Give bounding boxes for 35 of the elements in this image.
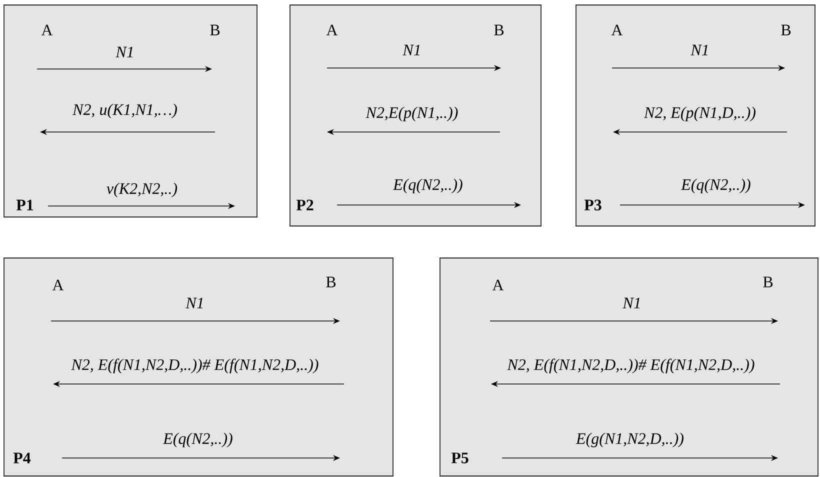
panel-box: [576, 4, 816, 226]
panel-box: [4, 258, 394, 476]
party-label: A: [611, 24, 623, 36]
message-label: E(q(N2,..)): [162, 432, 232, 448]
panel-label: P5: [451, 452, 468, 464]
panel-label: P3: [584, 200, 602, 210]
message-label: N1: [622, 298, 640, 308]
message-label: E(g(N1,N2,D,..)): [576, 432, 684, 448]
panel-box: [440, 258, 818, 476]
panel-label: P4: [13, 452, 31, 464]
panel-box: [290, 4, 542, 226]
party-label: A: [326, 24, 338, 36]
message-label: N1: [186, 298, 203, 308]
panel-label: P2: [296, 200, 314, 210]
message-label: N2, u(K1,N1,…): [72, 104, 177, 118]
message-label: v(K2,N2,..): [106, 182, 178, 198]
party-label: B: [210, 24, 220, 36]
party-label: B: [326, 276, 336, 288]
panel-box: [4, 4, 258, 218]
message-label: N1: [116, 46, 133, 58]
message-label: N2, E(f(N1,N2,D,..))# E(f(N1,N2,D,..)): [507, 358, 754, 374]
message-label: N1: [402, 44, 420, 56]
party-label: A: [52, 280, 64, 290]
party-label: A: [41, 24, 53, 36]
message-label: E(q(N2,..)): [680, 178, 750, 194]
party-label: B: [494, 24, 504, 36]
message-label: N2, E(p(N1,D,..)): [644, 106, 756, 122]
party-label: A: [492, 280, 504, 290]
message-label: N1: [690, 44, 708, 56]
message-label: N2, E(f(N1,N2,D,..))# E(f(N1,N2,D,..)): [71, 358, 318, 374]
panel-label: P1: [16, 200, 34, 210]
message-label: E(q(N2,..)): [392, 178, 462, 194]
party-label: B: [781, 24, 791, 36]
message-label: N2,E(p(N1,..)): [366, 106, 458, 122]
party-label: B: [763, 276, 773, 288]
